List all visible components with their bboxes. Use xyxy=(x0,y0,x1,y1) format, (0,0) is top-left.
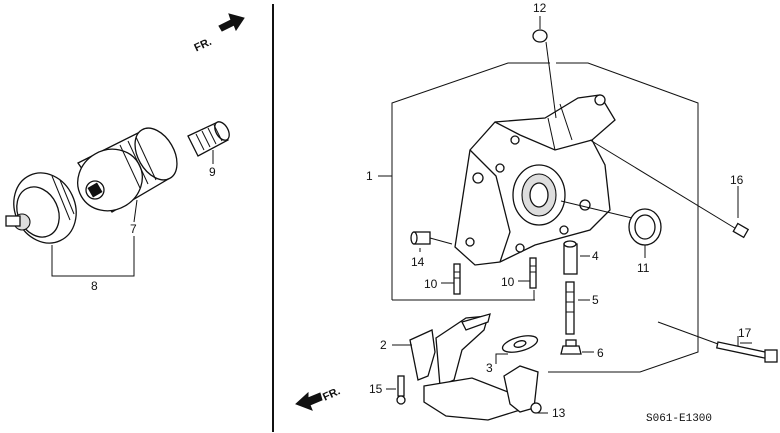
bolt-15 xyxy=(396,375,406,405)
collar xyxy=(563,240,578,275)
callout-11: 11 xyxy=(637,261,650,275)
callout-4: 4 xyxy=(592,249,599,263)
oil-strainer xyxy=(409,313,539,421)
flange-bolt-17 xyxy=(657,321,778,363)
fr-label-bottom: FR. xyxy=(321,385,342,403)
nut-13 xyxy=(530,402,542,414)
callout-9: 9 xyxy=(209,165,216,179)
flange-bolt-16 xyxy=(589,139,750,239)
callout-15: 15 xyxy=(369,382,383,396)
flange-nut xyxy=(560,339,582,355)
stud-bolt-10a xyxy=(453,263,461,295)
callout-5: 5 xyxy=(592,293,599,307)
callout-16: 16 xyxy=(730,173,744,187)
oil-filter-housing xyxy=(5,172,77,244)
arrow-right-icon xyxy=(218,13,245,32)
callout-3: 3 xyxy=(486,361,493,375)
diagram-code: S061-E1300 xyxy=(646,413,712,425)
front-direction-indicator-bottom: FR. xyxy=(295,385,342,411)
callout-10-right: 10 xyxy=(501,275,515,289)
callout-1: 1 xyxy=(366,169,373,183)
o-ring xyxy=(532,29,548,43)
callout-17: 17 xyxy=(738,326,752,340)
dowel-pin xyxy=(410,231,431,245)
oil-seal xyxy=(628,208,662,246)
oil-filter-stud xyxy=(187,121,230,157)
stud-5 xyxy=(565,281,575,335)
fr-label-top: FR. xyxy=(192,36,213,54)
callout-6: 6 xyxy=(597,346,604,360)
front-direction-indicator-top: FR. xyxy=(192,13,245,54)
callout-13: 13 xyxy=(552,406,566,420)
callout-8: 8 xyxy=(91,279,98,293)
strainer-gasket xyxy=(501,335,539,353)
callout-7: 7 xyxy=(130,222,137,236)
arrow-left-icon xyxy=(295,391,323,411)
callout-10-left: 10 xyxy=(424,277,438,291)
callout-2: 2 xyxy=(380,338,387,352)
oil-filter-cartridge xyxy=(77,127,178,213)
callout-12: 12 xyxy=(533,1,547,15)
oil-pump-body xyxy=(454,94,616,266)
stud-bolt-10b xyxy=(529,257,537,289)
callout-14: 14 xyxy=(411,255,425,269)
